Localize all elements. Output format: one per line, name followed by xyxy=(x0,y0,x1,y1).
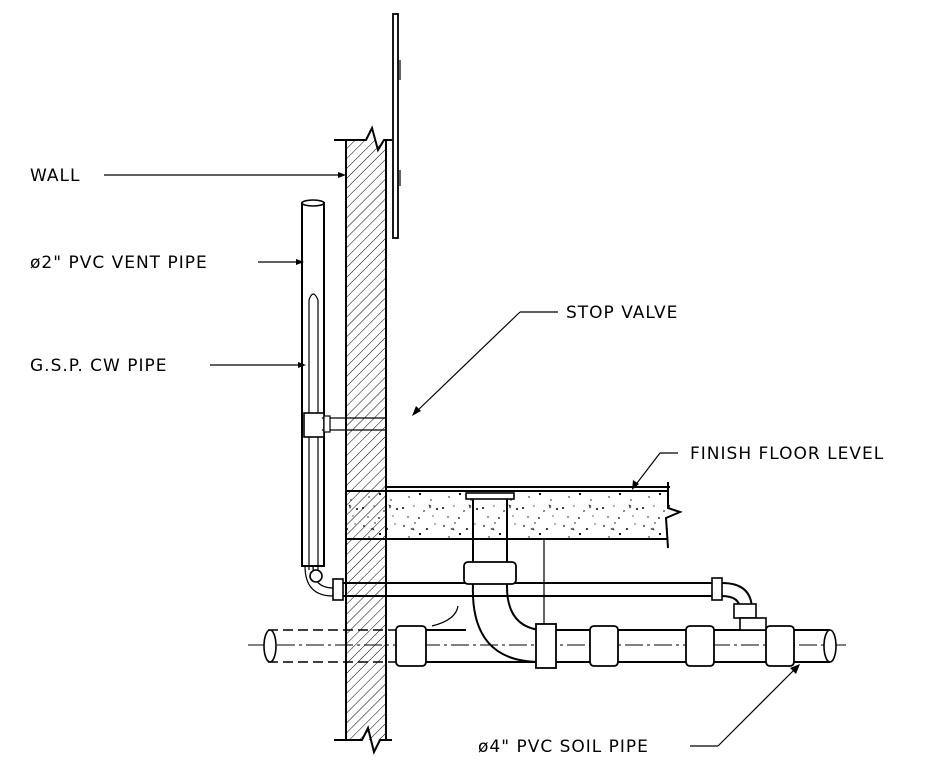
stop-valve-stem xyxy=(346,417,386,431)
wall-fixture xyxy=(392,13,401,239)
vent-pipe xyxy=(301,199,325,567)
cw-pipe xyxy=(303,293,346,570)
leader-lines xyxy=(104,172,800,747)
stop-valve-label: STOP VALVE xyxy=(566,303,678,323)
finish-floor-label: FINISH FLOOR LEVEL xyxy=(690,444,884,464)
vent-pipe-label: ø2" PVC VENT PIPE xyxy=(30,253,208,273)
cw-pipe-label: G.S.P. CW PIPE xyxy=(30,356,168,376)
wall xyxy=(334,125,392,755)
wall-label: WALL xyxy=(30,166,80,186)
floor-drain-pipe xyxy=(463,492,545,663)
soil-pipe xyxy=(248,605,850,669)
soil-pipe-label: ø4" PVC SOIL PIPE xyxy=(478,737,649,757)
floor-slab xyxy=(346,482,683,549)
